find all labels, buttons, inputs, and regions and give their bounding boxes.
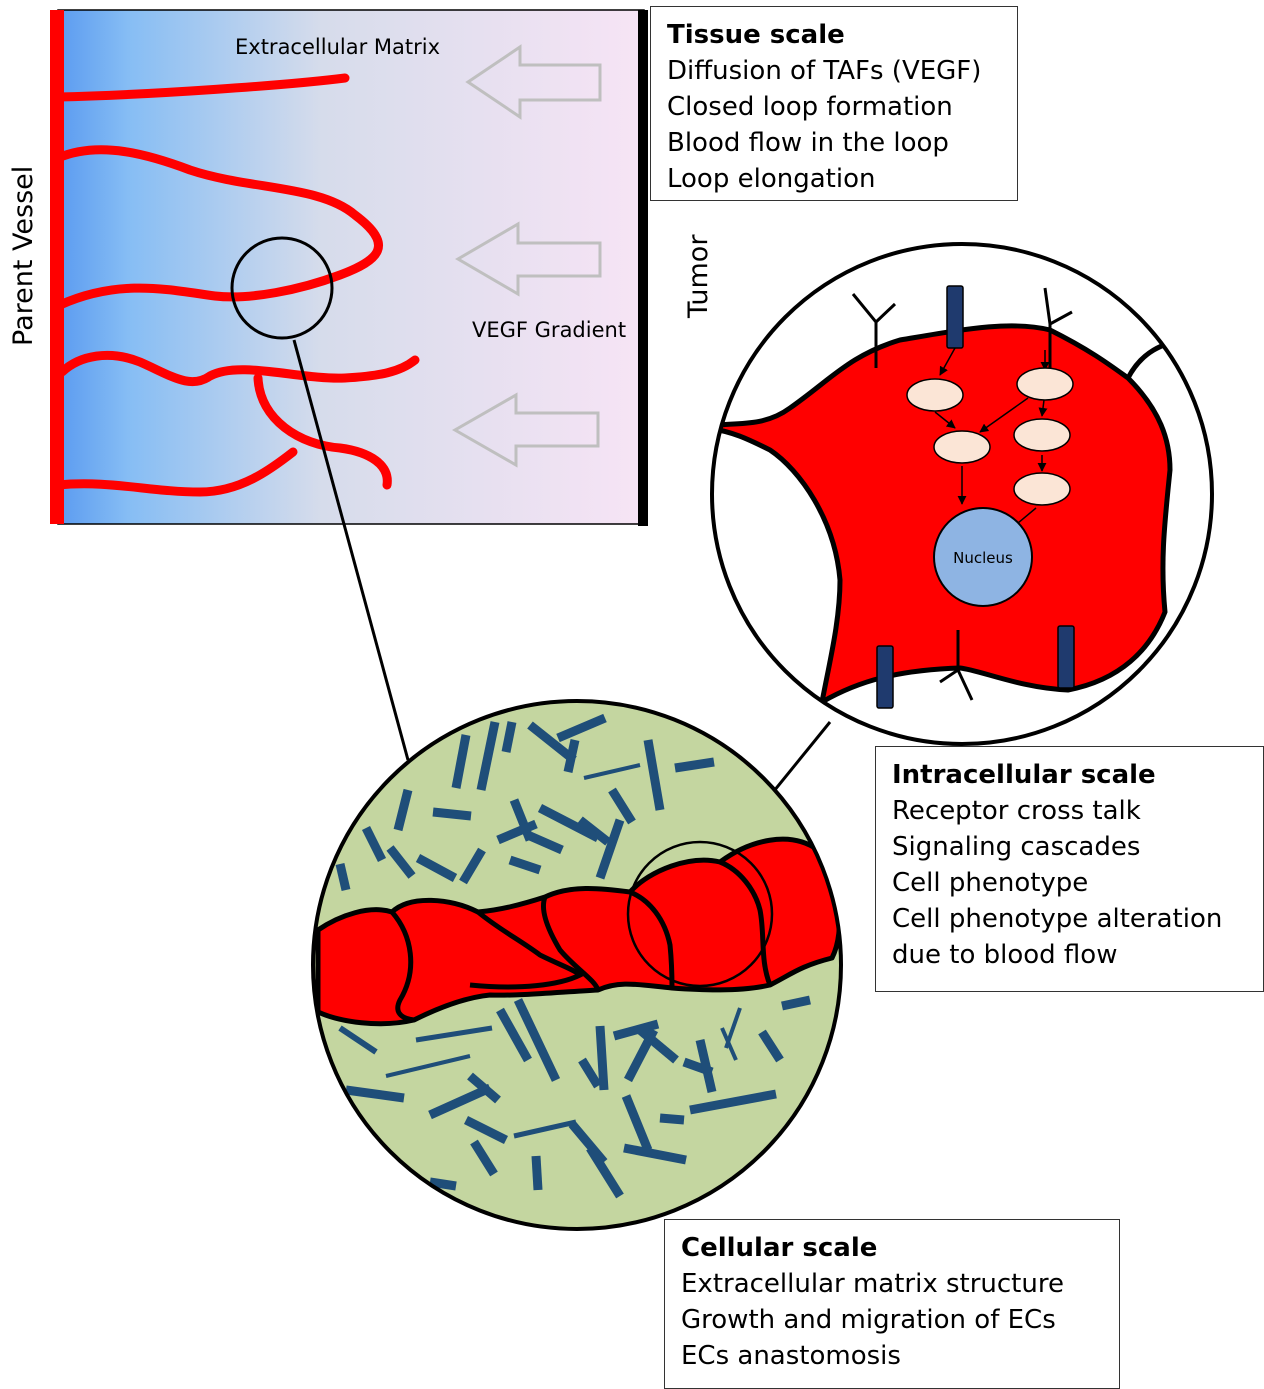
cellular-scale-box: Cellular scale Extracellular matrix stru…	[664, 1219, 1120, 1389]
cellular-scale-line: ECs anastomosis	[681, 1338, 1103, 1374]
cellular-scale-line: Extracellular matrix structure	[681, 1266, 1103, 1302]
vegf-gradient-label: VEGF Gradient	[472, 318, 626, 342]
tissue-scale-line: Loop elongation	[667, 161, 1001, 197]
tissue-scale-line: Closed loop formation	[667, 89, 1001, 125]
tissue-scale-box: Tissue scale Diffusion of TAFs (VEGF) Cl…	[650, 6, 1018, 201]
signaling-protein-3	[934, 431, 990, 463]
signaling-protein-5	[1014, 473, 1070, 505]
intracellular-scale-box: Intracellular scale Receptor cross talk …	[875, 746, 1264, 992]
signaling-protein-2	[1017, 368, 1073, 400]
intracellular-scale-line: Signaling cascades	[892, 829, 1247, 865]
nucleus-label: Nucleus	[953, 549, 1013, 567]
receptor-channel-bottom-right	[1058, 626, 1074, 688]
tumor-label: Tumor	[683, 234, 714, 319]
ecm-label: Extracellular Matrix	[235, 35, 440, 59]
parent-vessel-label: Parent Vessel	[8, 166, 39, 346]
receptor-channel-bottom-left	[877, 646, 893, 708]
tumor-boundary-bar	[638, 10, 648, 526]
intracellular-scale-panel: Nucleus	[705, 244, 1212, 744]
receptor-channel-top	[947, 286, 963, 348]
intracellular-scale-title: Intracellular scale	[892, 757, 1247, 793]
intracellular-scale-line: Cell phenotype	[892, 865, 1247, 901]
signaling-protein-1	[907, 379, 963, 411]
tissue-scale-line: Blood flow in the loop	[667, 125, 1001, 161]
cellular-scale-panel	[313, 701, 841, 1229]
intracellular-scale-line: Receptor cross talk	[892, 793, 1247, 829]
tissue-scale-line: Diffusion of TAFs (VEGF)	[667, 53, 1001, 89]
cellular-scale-line: Growth and migration of ECs	[681, 1302, 1103, 1338]
intracellular-scale-line: Cell phenotype alteration	[892, 901, 1247, 937]
tissue-scale-panel: Extracellular Matrix VEGF Gradient Paren…	[8, 10, 714, 526]
signaling-protein-4	[1014, 419, 1070, 451]
tissue-scale-title: Tissue scale	[667, 17, 1001, 53]
parent-vessel	[50, 10, 64, 524]
cellular-scale-title: Cellular scale	[681, 1230, 1103, 1266]
intracellular-scale-line: due to blood flow	[892, 937, 1247, 973]
